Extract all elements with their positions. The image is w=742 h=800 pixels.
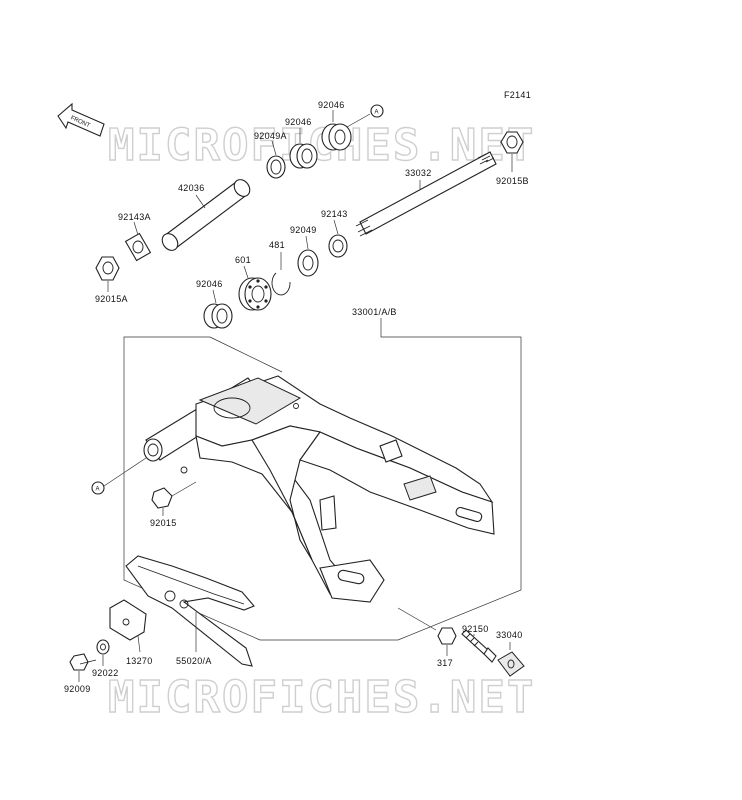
label-92015a: 92015A <box>95 294 128 304</box>
label-601: 601 <box>235 255 251 265</box>
bearing-92046-low <box>203 303 233 329</box>
ref-marker-a-top: A <box>346 104 384 128</box>
label-92015b: 92015B <box>496 176 529 186</box>
svg-text:A: A <box>375 110 379 116</box>
label-92049a: 92049A <box>254 131 287 141</box>
label-92022: 92022 <box>92 668 119 678</box>
front-arrow-icon: FRONT <box>57 102 105 137</box>
assembly-bracket-33001 <box>123 318 522 641</box>
plate-13270 <box>109 599 147 641</box>
collar-92049a <box>266 155 286 179</box>
nut-92015a <box>95 256 120 281</box>
label-92046-low: 92046 <box>196 279 223 289</box>
bearing-92046-top <box>321 123 352 151</box>
chain-guide-55020 <box>125 555 255 667</box>
label-92150: 92150 <box>462 624 489 634</box>
label-13270: 13270 <box>126 656 153 666</box>
washer-92022 <box>96 639 110 655</box>
swingarm-body <box>143 375 495 603</box>
label-92015: 92015 <box>150 518 177 528</box>
label-481: 481 <box>269 240 285 250</box>
bolt-92009 <box>69 653 97 671</box>
label-33032: 33032 <box>405 168 432 178</box>
label-42036: 42036 <box>178 183 205 193</box>
label-33001: 33001/A/B <box>352 307 397 317</box>
svg-text:A: A <box>96 487 100 493</box>
block-33040 <box>497 651 525 677</box>
label-92046-mid: 92046 <box>285 117 312 127</box>
ball-bearing-601 <box>238 277 272 311</box>
collar-92049 <box>297 249 319 277</box>
label-92143a: 92143A <box>118 212 151 222</box>
label-55020: 55020/A <box>176 656 212 666</box>
nut-92015b <box>500 131 524 154</box>
bolt-92150 <box>461 629 497 663</box>
circlip-481 <box>271 272 291 296</box>
pivot-shaft-33032 <box>355 151 497 237</box>
label-33040: 33040 <box>496 630 523 640</box>
label-92049: 92049 <box>290 225 317 235</box>
label-92143: 92143 <box>321 209 348 219</box>
bearing-92046-mid <box>289 143 318 169</box>
label-92046-top: 92046 <box>318 100 345 110</box>
nut-317 <box>397 607 457 645</box>
watermark-bottom: MICROFICHES.NET <box>108 672 535 723</box>
ref-marker-a-left: A <box>91 457 147 495</box>
sleeve-42036 <box>161 179 251 251</box>
label-317: 317 <box>437 658 453 668</box>
bolt-92015 <box>151 481 197 509</box>
figure-id: F2141 <box>504 90 531 100</box>
label-92009: 92009 <box>64 684 91 694</box>
cap-92143a <box>124 232 152 262</box>
watermark-top: MICROFICHES.NET <box>108 120 535 171</box>
cap-92143 <box>328 234 348 258</box>
